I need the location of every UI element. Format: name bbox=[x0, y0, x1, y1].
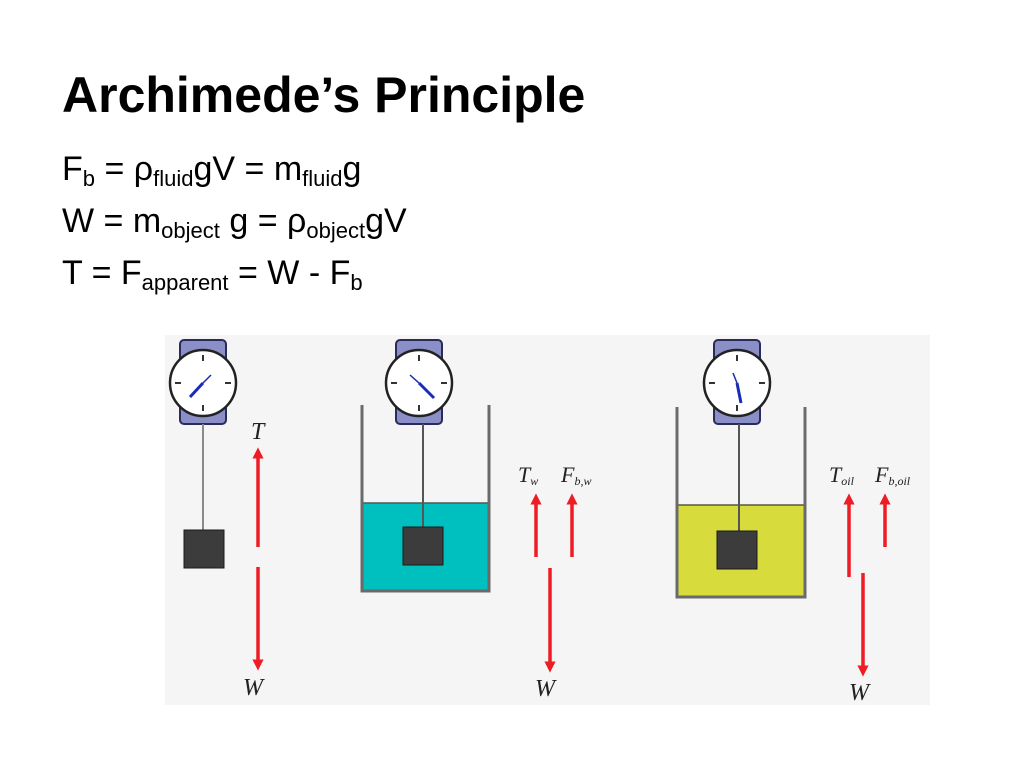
spring-scale bbox=[168, 339, 238, 425]
buoyancy-diagram: T W Tw Fb,w W bbox=[165, 335, 930, 705]
scale-needle bbox=[188, 381, 205, 399]
object-block bbox=[716, 530, 758, 570]
weight-label: W bbox=[849, 680, 871, 705]
spring-scale bbox=[384, 339, 454, 425]
container bbox=[360, 405, 491, 593]
panel-in-water: Tw Fb,w W bbox=[360, 339, 591, 702]
panel-in-oil: Toil Fb,oil W bbox=[675, 339, 911, 705]
buoyant-force-label: Fb,oil bbox=[874, 462, 911, 488]
weight-label: W bbox=[243, 675, 265, 701]
slide-title: Archimede’s Principle bbox=[62, 67, 586, 123]
weight-label: W bbox=[535, 676, 557, 702]
buoyant-force-equation: Fb = ρfluidgV = mfluidg bbox=[62, 150, 362, 191]
tension-label: T bbox=[251, 419, 266, 445]
tension-label: Tw bbox=[518, 462, 538, 488]
apparent-weight-equation: T = Fapparent = W - Fb bbox=[62, 254, 363, 295]
scale-needle bbox=[417, 381, 436, 400]
scale-needle bbox=[735, 382, 743, 404]
weight-equation: W = mobject g = ρobjectgV bbox=[62, 202, 407, 243]
panel-in-air: T W bbox=[168, 339, 266, 701]
container bbox=[675, 407, 807, 599]
object-block bbox=[183, 529, 225, 569]
spring-scale bbox=[702, 339, 772, 425]
diagram-background bbox=[165, 335, 930, 705]
buoyant-force-label: Fb,w bbox=[560, 462, 591, 488]
tension-label: Toil bbox=[829, 462, 855, 488]
object-block bbox=[402, 526, 444, 566]
